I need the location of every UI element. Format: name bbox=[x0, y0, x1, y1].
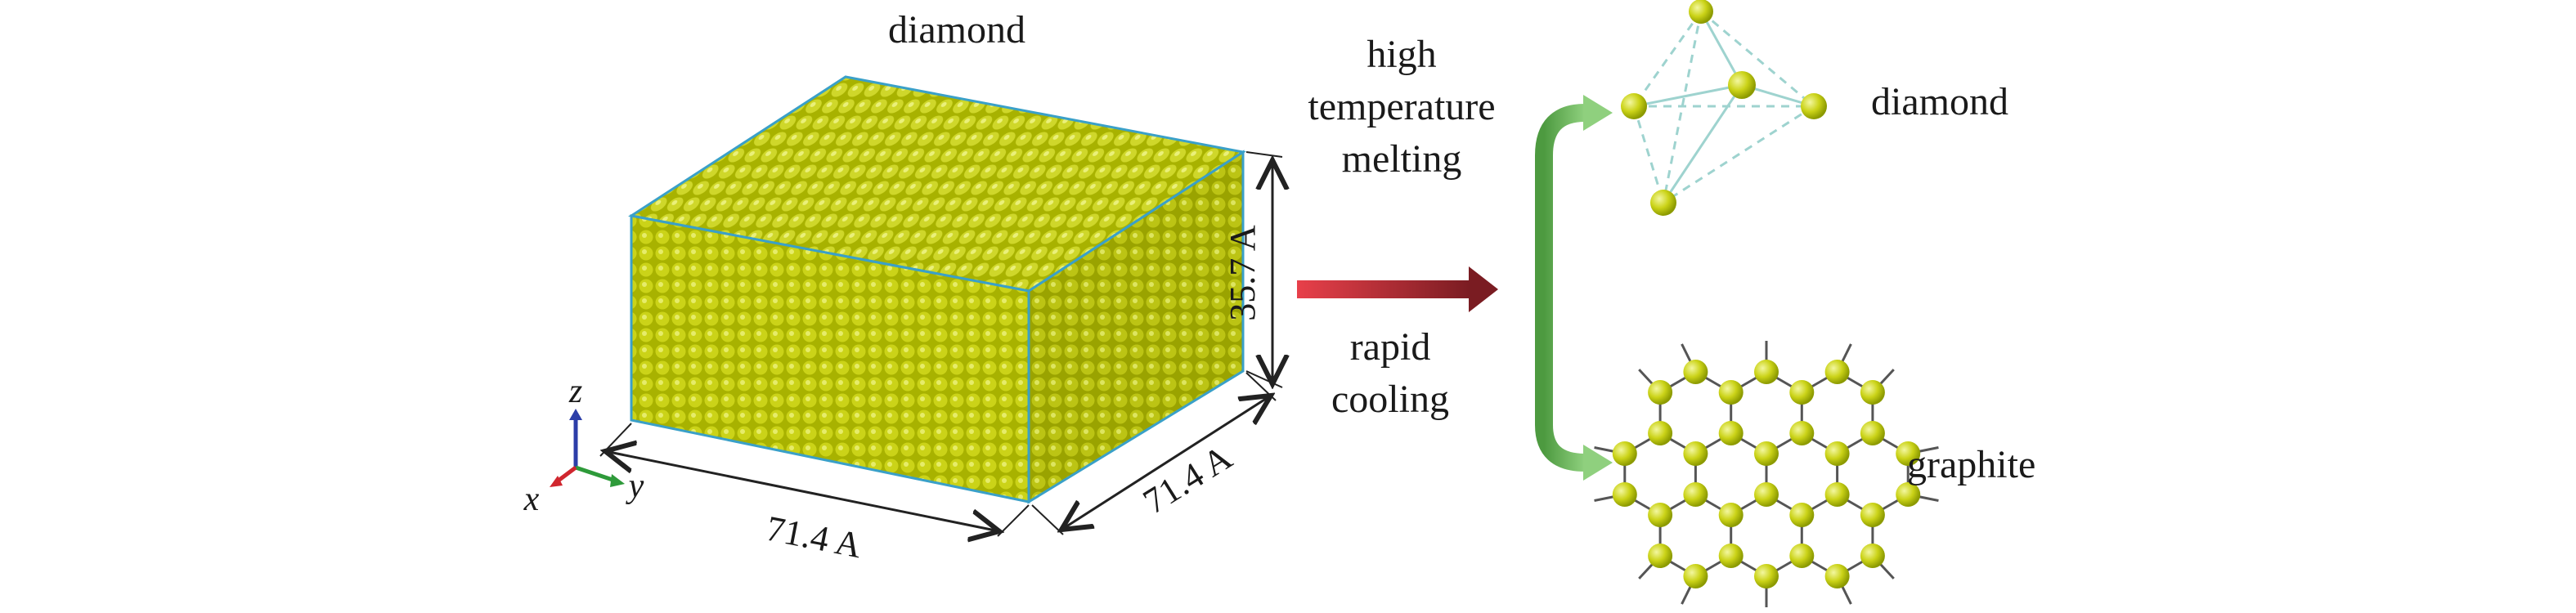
graphite-atom bbox=[1860, 421, 1885, 445]
graphite-atom bbox=[1718, 503, 1744, 527]
graphite-atom bbox=[1896, 482, 1921, 507]
extension-line-width-left bbox=[1031, 504, 1064, 535]
graphite-atom bbox=[1612, 482, 1637, 507]
y-axis-arrow bbox=[575, 465, 616, 483]
graphite-atom bbox=[1754, 564, 1779, 588]
dimension-label-height: 35.7 A bbox=[1223, 225, 1263, 321]
graphite-atom bbox=[1718, 421, 1744, 445]
diamond-atom bbox=[1689, 0, 1713, 24]
result-label-graphite: graphite bbox=[1907, 443, 2035, 486]
diamond-atom bbox=[1801, 93, 1827, 119]
process-label-bottom-line2: cooling bbox=[1331, 378, 1449, 421]
graphite-atom bbox=[1789, 421, 1815, 445]
graphite-atom bbox=[1648, 380, 1673, 405]
graphite-atom bbox=[1896, 441, 1921, 466]
process-label-bottom-line1: rapid bbox=[1350, 325, 1431, 369]
axis-label-y: y bbox=[626, 468, 644, 505]
branch-arrowhead-bottom bbox=[1583, 445, 1613, 481]
graphite-atom bbox=[1754, 482, 1779, 507]
dimension-label-length: 71.4 A bbox=[763, 508, 865, 566]
diamond-atom bbox=[1621, 93, 1647, 119]
graphite-atom bbox=[1754, 360, 1779, 384]
graphite-atom bbox=[1860, 380, 1885, 405]
graphite-atom bbox=[1789, 544, 1815, 568]
graphite-atom bbox=[1683, 482, 1708, 507]
graphite-atom bbox=[1789, 503, 1815, 527]
graphite-atom bbox=[1754, 441, 1779, 466]
extension-line-length-left bbox=[599, 423, 632, 457]
diamond-atom bbox=[1728, 71, 1756, 99]
result-label-diamond: diamond bbox=[1871, 80, 2008, 123]
x-axis-arrowhead bbox=[550, 476, 563, 487]
graphite-atom bbox=[1824, 360, 1850, 384]
graphite-atom bbox=[1683, 441, 1708, 466]
process-arrow bbox=[1297, 266, 1498, 312]
graphite-atom bbox=[1718, 544, 1744, 568]
diamond-supercell-box bbox=[628, 75, 1246, 504]
process-label-top-line2: temperature bbox=[1308, 85, 1495, 128]
dimension-line-length bbox=[605, 451, 999, 531]
dimension-line-width bbox=[1061, 396, 1271, 530]
graphite-atom bbox=[1860, 503, 1885, 527]
graphite-atom bbox=[1683, 564, 1708, 588]
process-arrow-head bbox=[1469, 266, 1498, 312]
extension-line-height-bottom bbox=[1245, 370, 1283, 388]
process-label-top-line3: melting bbox=[1342, 137, 1462, 181]
graphite-atom bbox=[1860, 544, 1885, 568]
process-label-top-line1: high bbox=[1367, 33, 1436, 76]
branch-arrowhead-top bbox=[1583, 95, 1613, 131]
extension-line-length-right bbox=[997, 504, 1030, 537]
extension-line-height-top bbox=[1245, 151, 1283, 158]
box-title: diamond bbox=[888, 8, 1025, 51]
axes-triad: z x y bbox=[523, 373, 644, 518]
graphite-atom bbox=[1824, 564, 1850, 588]
branch-bracket-curve bbox=[1535, 104, 1586, 472]
process-arrow-shaft bbox=[1297, 280, 1470, 298]
graphite-atom bbox=[1718, 380, 1744, 405]
graphite-atom bbox=[1789, 380, 1815, 405]
graphite-atom bbox=[1648, 544, 1673, 568]
z-axis-arrowhead bbox=[569, 409, 582, 420]
axis-label-x: x bbox=[523, 481, 540, 518]
branch-bracket bbox=[1535, 95, 1613, 481]
graphite-atom bbox=[1824, 482, 1850, 507]
graphite-atom bbox=[1612, 441, 1637, 466]
diamond-structure-model bbox=[1621, 0, 1827, 216]
diamond-atom bbox=[1650, 190, 1676, 216]
graphite-atom bbox=[1648, 503, 1673, 527]
y-axis-arrowhead bbox=[610, 474, 625, 487]
graphite-atom bbox=[1824, 441, 1850, 466]
graphite-structure-model bbox=[1594, 341, 1939, 607]
graphite-atom bbox=[1648, 421, 1673, 445]
graphite-atom bbox=[1683, 360, 1708, 384]
axis-label-z: z bbox=[568, 373, 582, 410]
